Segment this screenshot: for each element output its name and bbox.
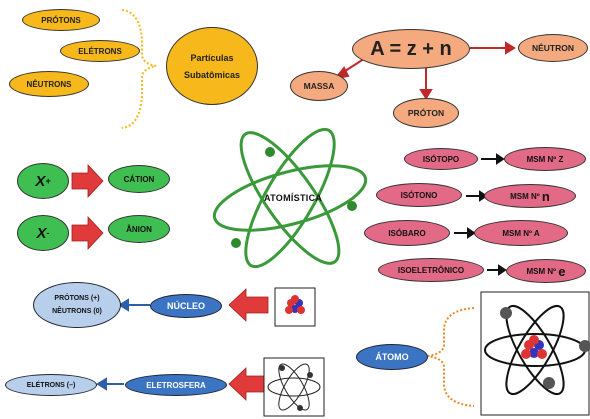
isoelectronic-node: ISOELETRÔNICO	[378, 258, 484, 282]
atomistica-electrons	[231, 147, 357, 248]
isobar-label: ISÓBARO	[388, 228, 426, 238]
mass-label: MASSA	[303, 81, 335, 91]
isoelectronic-label: ISOELETRÔNICO	[397, 265, 465, 275]
protons-node: PRÓTONS	[22, 9, 100, 31]
isotone-label: ISÓTONO	[400, 190, 438, 200]
cation-label: CÁTION	[123, 174, 155, 184]
isoelectronic-result-letter: e	[558, 263, 566, 279]
isotone-result-prefix: MSM Nº	[510, 191, 542, 201]
nucleus-node: NÚCLEO	[150, 294, 222, 318]
nucleus-neutrons: NÊUTRONS (0)	[52, 308, 102, 315]
nucleus-label: NÚCLEO	[167, 301, 205, 311]
big-atom-nucleus	[521, 335, 547, 359]
atom-image	[480, 291, 590, 416]
subatomic-line2: Subatômicas	[183, 69, 241, 80]
atom-brace	[427, 307, 475, 407]
isotone-node: ISÓTONO	[376, 183, 462, 207]
big-atom-electrons	[500, 307, 590, 389]
neutrons-node: NÊUTRONS	[9, 71, 89, 97]
formula-node: A = z + n	[352, 29, 470, 69]
electrons-node: ELÉTRONS	[60, 40, 140, 62]
atom-label: ÁTOMO	[375, 352, 409, 362]
electrons-charge-node: ELÉTRONS (–)	[5, 374, 97, 396]
isotope-label: ISÓTOPO	[422, 154, 460, 164]
cation-charge: +	[45, 176, 51, 186]
particles-brace	[121, 9, 157, 129]
isotone-result-letter: n	[541, 188, 550, 204]
isotope-result-node: MSM Nº Z	[504, 147, 586, 171]
small-atom-icon	[267, 363, 321, 411]
formula-equation: A = z + n	[370, 37, 452, 60]
nucleus-protons: PRÓTONS (+)	[54, 295, 100, 302]
mass-node: MASSA	[290, 71, 348, 101]
electrons-charge-label: ELÉTRONS (–)	[26, 381, 76, 389]
isotone-result-node: MSM Nº n	[484, 184, 576, 208]
cation-node: CÁTION	[108, 165, 170, 193]
isoelectronic-result-node: MSM Nº e	[506, 259, 586, 283]
bottom-connectors	[96, 298, 150, 391]
atomistica-orbits	[212, 127, 368, 269]
isoelectronic-result-prefix: MSM Nº	[526, 266, 559, 276]
anion-node: ÂNION	[108, 215, 170, 243]
anion-symbol: X	[36, 224, 47, 242]
anion-symbol-node: X-	[17, 215, 69, 251]
isobar-node: ISÓBARO	[364, 220, 450, 246]
electrosphere-label: ELETROSFERA	[146, 380, 206, 390]
proton-node: PRÓTON	[393, 98, 459, 128]
isobar-result-node: MSM Nº A	[474, 220, 568, 246]
atom-node: ÁTOMO	[356, 344, 428, 370]
neutron-node: NÊUTRON	[518, 34, 588, 62]
neutron-label: NÊUTRON	[531, 43, 575, 53]
subatomic-line1: Partículas	[190, 52, 234, 63]
isobar-result: MSM Nº A	[502, 228, 540, 238]
atomistica-title: ATOMÍSTICA	[264, 193, 323, 203]
electrosphere-node: ELETROSFERA	[125, 374, 227, 396]
anion-charge: -	[46, 228, 50, 238]
cation-symbol-node: X+	[17, 163, 69, 199]
neutrons-label: NÊUTRONS	[26, 79, 72, 89]
nucleus-image	[274, 287, 316, 327]
nucleus-icon	[285, 295, 305, 314]
relation-arrows	[454, 153, 507, 276]
subatomic-particles-node: Partículas Subatômicas	[166, 27, 258, 105]
electrons-label: ELÉTRONS	[78, 46, 122, 56]
nucleus-content-node: PRÓTONS (+) NÊUTRONS (0)	[33, 282, 121, 328]
anion-label: ÂNION	[126, 224, 152, 234]
cation-symbol: X	[35, 172, 46, 190]
isotope-node: ISÓTOPO	[404, 148, 478, 170]
protons-label: PRÓTONS	[41, 15, 81, 25]
bottom-arrows	[228, 288, 269, 401]
ion-arrows	[71, 163, 104, 251]
proton-label: PRÓTON	[407, 108, 445, 118]
isotope-result: MSM Nº Z	[526, 154, 564, 164]
electrosphere-image	[263, 357, 325, 417]
